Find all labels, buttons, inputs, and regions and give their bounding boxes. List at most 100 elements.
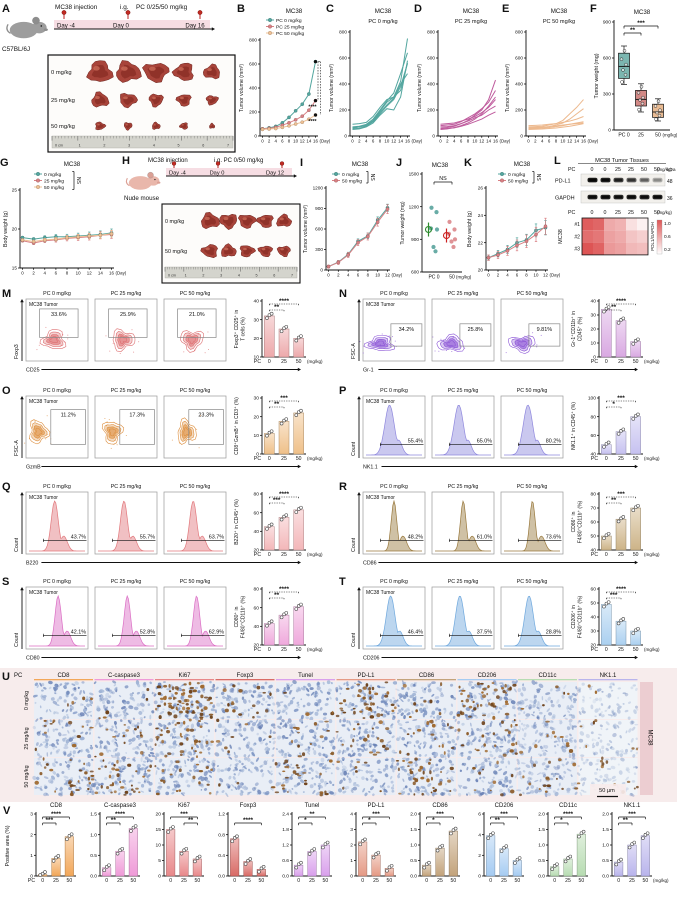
significance: **: [495, 817, 501, 824]
label: 5: [178, 143, 180, 147]
significance: ***: [436, 811, 444, 818]
label: 0 mg/kg: [44, 172, 62, 178]
label: (mg/kg): [307, 456, 323, 461]
label: (mg/kg): [657, 210, 672, 215]
label: 400: [515, 82, 523, 87]
label: PC 50 mg/kg: [543, 19, 575, 25]
label: 50 mg/kg: [165, 249, 187, 255]
label: 8: [379, 138, 382, 143]
arrow-up-icon: [357, 396, 361, 399]
panel-letter: N: [339, 288, 347, 300]
label: 6: [516, 272, 519, 277]
label: PC 0 mg/kg: [380, 388, 408, 394]
label: PC 0 mg/kg: [43, 388, 71, 394]
panel-title: MC38: [64, 161, 81, 168]
label: 200: [427, 108, 435, 113]
heatmap-cell: [604, 230, 615, 242]
label: Body weight (g): [467, 211, 473, 247]
scalebar-label: 50 µm: [599, 788, 615, 794]
colorbar: [657, 220, 662, 254]
label: PC 0 mg/kg: [276, 18, 302, 24]
label: 0.8: [218, 832, 225, 838]
significance: **: [274, 401, 280, 408]
label: 50: [450, 878, 456, 884]
label: 50 mg/kg: [342, 178, 362, 184]
label: Tumor volume (mm³): [417, 64, 423, 112]
label: 10: [254, 433, 260, 439]
label: 0: [21, 270, 24, 275]
label: 0: [425, 878, 428, 884]
label: 14: [398, 138, 403, 143]
flow-plot: [95, 299, 157, 361]
label: 50: [591, 534, 597, 540]
gate-percentage: 25.9%: [120, 312, 136, 318]
heatmap-cell: [615, 243, 626, 255]
label: MC38 Tumor: [29, 590, 58, 596]
label: 0: [327, 272, 330, 277]
label: 50: [633, 552, 639, 558]
label: 1.0: [410, 843, 417, 849]
label: B220⁺ in CD45⁺ (%): [234, 499, 240, 545]
label: 30: [591, 629, 597, 635]
significance: ****: [616, 298, 627, 305]
dose-pin-icon: [280, 162, 284, 166]
gate-percentage: 73.6%: [546, 534, 561, 540]
significance: **: [111, 817, 117, 824]
label: 25: [618, 647, 624, 653]
label: i.g. PC 0/50 mg/kg: [214, 158, 263, 164]
chart-title: C-caspase3: [104, 803, 137, 809]
label: 50: [642, 878, 648, 884]
label: 0: [432, 134, 435, 139]
significance: ***: [372, 811, 380, 818]
label: 60: [254, 605, 260, 611]
arrow-right-icon: [635, 368, 638, 372]
side-label: MC38: [647, 729, 653, 746]
flow-plot: [95, 396, 157, 458]
label: (mg/kg): [307, 552, 323, 557]
significance: ****: [243, 817, 254, 824]
label: 0: [320, 268, 323, 273]
label: 1.8: [282, 827, 289, 833]
label: Tumor volume (mm³): [505, 64, 511, 112]
label: 6: [460, 138, 463, 143]
panel-letter: B: [237, 3, 245, 15]
heatmap-cell: [582, 243, 593, 255]
label: PC 50 mg/kg: [180, 388, 211, 394]
gate-percentage: 80.2%: [546, 438, 561, 444]
significance: ***: [46, 817, 54, 824]
label: 50: [655, 133, 661, 139]
label: Count: [14, 632, 20, 647]
label: 0: [268, 359, 271, 365]
label: 25: [309, 878, 315, 884]
chart-title: PD-L1: [367, 803, 385, 809]
label: 4: [478, 832, 481, 838]
label: 20: [12, 227, 18, 232]
label: 0.5: [410, 858, 417, 864]
label: i.g.: [120, 4, 129, 11]
label: 1.5: [410, 827, 417, 833]
label: Day -4: [57, 22, 76, 29]
panel-letter: U: [2, 671, 10, 683]
label: MC38 injection: [148, 158, 188, 164]
label: CD80⁺ in: [234, 606, 240, 627]
label: 0 cm: [55, 143, 63, 147]
panel-letter: S: [2, 576, 9, 588]
panel-letter: F: [590, 3, 597, 15]
label: 1.2: [218, 812, 225, 818]
label: 0: [591, 210, 594, 216]
ihc-column-header: Tunel: [298, 673, 313, 679]
label: 0.6: [282, 858, 289, 864]
label: MC38 Tumor: [29, 302, 58, 308]
panel-letter: R: [339, 481, 347, 493]
arrow-right-icon: [635, 561, 638, 565]
chart-title: Foxp3: [240, 803, 257, 809]
heatmap-cell: [582, 218, 593, 230]
label: 25: [117, 878, 123, 884]
gate-percentage: 23.3%: [198, 413, 214, 419]
label: 600: [603, 56, 611, 62]
